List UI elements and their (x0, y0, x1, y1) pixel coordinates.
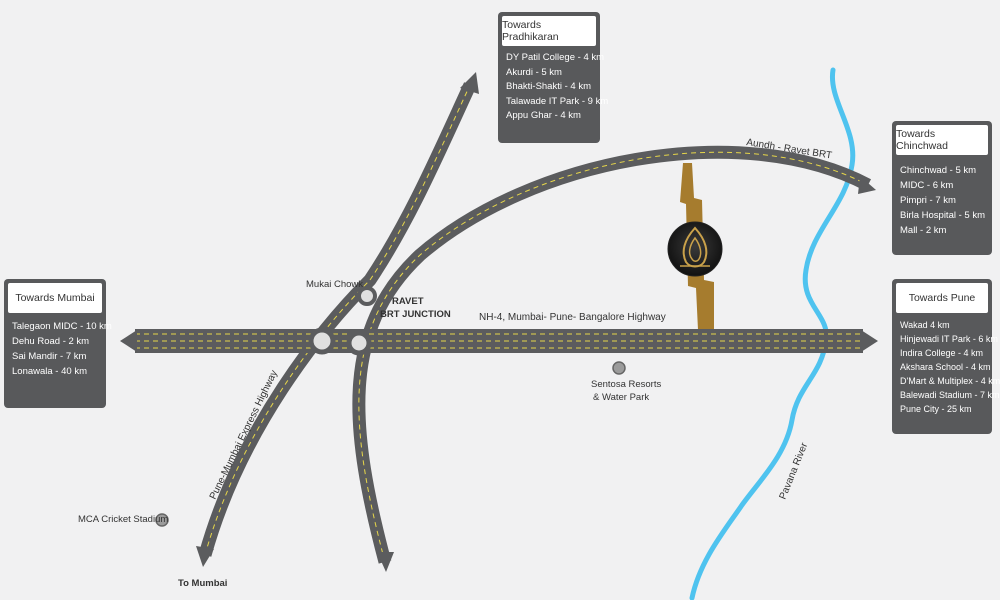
list-item: Birla Hospital - 5 km (900, 210, 985, 221)
list-item: Indira College - 4 km (900, 348, 984, 358)
expressway-label: Pune-Mumbai Express Highway (208, 369, 280, 502)
list-item: Sai Mandir - 7 km (12, 351, 87, 362)
list-item: Balewadi Stadium - 7 km (900, 390, 1000, 400)
landmark-marker-icon (612, 361, 626, 375)
to-mumbai-label: To Mumbai (178, 578, 228, 589)
list-item: DY Patil College - 4 km (506, 52, 605, 63)
sentosa-label-line1: Sentosa Resorts (591, 379, 662, 390)
list-item: Wakad 4 km (900, 320, 950, 330)
list-item: Akshara School - 4 km (900, 362, 991, 372)
sentosa-label-line2: & Water Park (593, 392, 650, 403)
nh4-arrow-west (120, 330, 137, 352)
list-item: MIDC - 6 km (900, 180, 954, 191)
towards-chinchwad-box: Towards Chinchwad Chinchwad - 5 km MIDC … (892, 121, 992, 255)
box-title: Towards Pradhikaran (502, 16, 596, 46)
list-item: Talegaon MIDC - 10 km (12, 321, 112, 332)
box-list: Talegaon MIDC - 10 km Dehu Road - 2 km S… (4, 313, 112, 385)
list-item: Akurdi - 5 km (506, 66, 562, 78)
list-item: Bhakti-Shakti - 4 km (506, 81, 591, 92)
box-title: Towards Pune (896, 283, 988, 313)
box-list: Wakad 4 km Hinjewadi IT Park - 6 km Indi… (892, 313, 1000, 422)
list-item: D'Mart & Multiplex - 4 km (900, 376, 1000, 386)
list-item: Pimpri - 7 km (900, 195, 956, 206)
towards-mumbai-box: Towards Mumbai Talegaon MIDC - 10 km Deh… (4, 279, 112, 408)
box-list: Chinchwad - 5 km MIDC - 6 km Pimpri - 7 … (892, 155, 992, 244)
list-item: Chinchwad - 5 km (900, 165, 977, 176)
list-item: Dehu Road - 2 km (12, 336, 90, 347)
list-item: Lonawala - 40 km (12, 366, 87, 377)
list-item: Appu Ghar - 4 km (506, 110, 581, 121)
brt-junction-label: BRT JUNCTION (380, 309, 451, 320)
list-item: Hinjewadi IT Park - 6 km (900, 334, 998, 344)
towards-pune-box: Towards Pune Wakad 4 km Hinjewadi IT Par… (892, 279, 1000, 434)
box-title: Towards Mumbai (8, 283, 102, 313)
landmark-marker-icon (155, 513, 169, 527)
junction-marker-icon (308, 286, 377, 356)
project-logo-icon (667, 221, 723, 277)
nh4-arrow-east (861, 330, 878, 352)
box-list: DY Patil College - 4 km Akurdi - 5 km Bh… (498, 46, 609, 130)
highway-label: NH-4, Mumbai- Pune- Bangalore Highway (479, 312, 666, 323)
mukai-chowk-label: Mukai Chowk (306, 279, 364, 290)
expressway-road (198, 82, 476, 557)
towards-pradhikaran-box: Towards Pradhikaran DY Patil College - 4… (498, 12, 609, 143)
brt-arrow-south (377, 552, 394, 572)
box-title: Towards Chinchwad (896, 125, 988, 155)
expressway-arrow-south (196, 546, 214, 567)
expressway-arrow-north (460, 72, 479, 94)
ravet-label: RAVET (392, 296, 424, 307)
mca-stadium-label: MCA Cricket Stadium (78, 514, 169, 525)
aundh-ravet-brt-road (352, 145, 872, 564)
brt-arrow-east (858, 176, 876, 194)
list-item: Talawade IT Park - 9 km (506, 95, 609, 107)
list-item: Pune City - 25 km (900, 404, 972, 414)
list-item: Mall - 2 km (900, 225, 947, 236)
